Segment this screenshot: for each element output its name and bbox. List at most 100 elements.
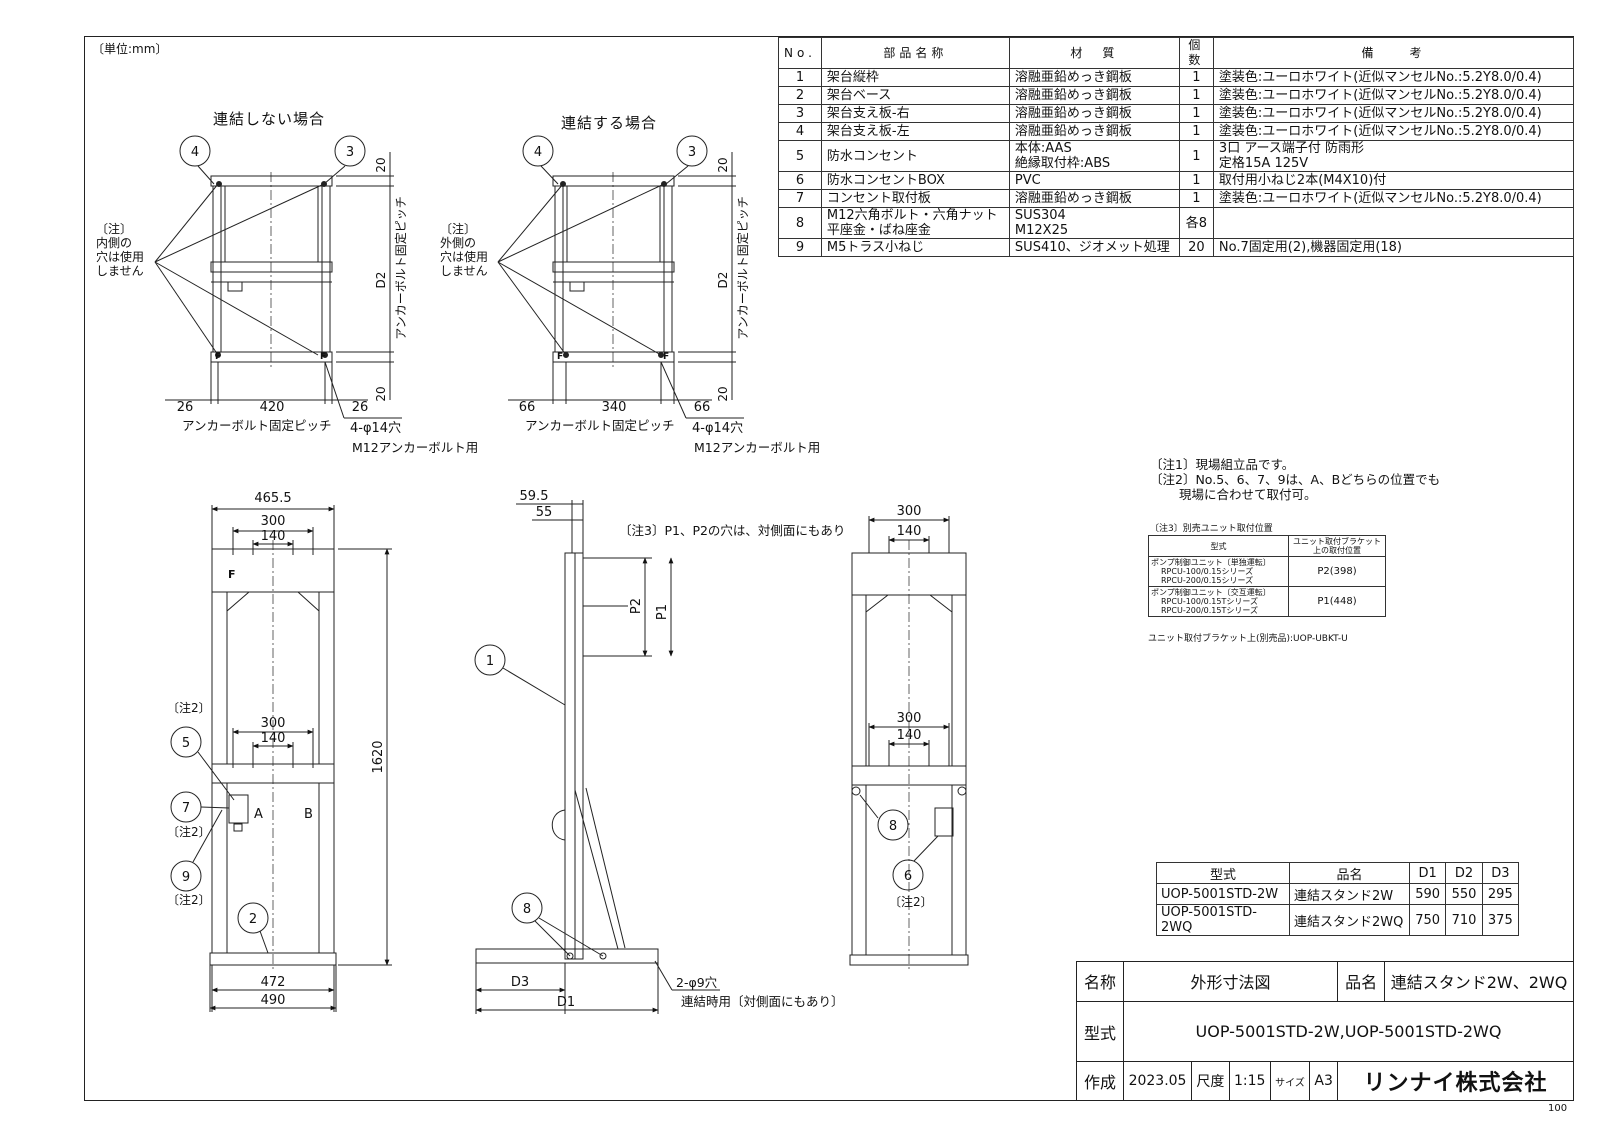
part-name: 架台支え板-右 bbox=[820, 104, 1010, 123]
model-d3: 375 bbox=[1481, 904, 1520, 936]
part-name-line2: 平座金・ばね座金 bbox=[826, 223, 931, 238]
table-row: UOP-5001STD-2WQ 連結スタンド2WQ 750 710 375 bbox=[1156, 904, 1520, 936]
anchor-pitch-right-vertical: アンカーボルト固定ピッチ bbox=[735, 196, 750, 340]
table-row: 3 架台支え板-右 溶融亜鉛めっき鋼板 1 塗装色:ユーロホワイト(近似マンセル… bbox=[778, 104, 1575, 123]
title-scale: 1:15 bbox=[1228, 1061, 1271, 1101]
balloon-4-right-text: 4 bbox=[534, 145, 542, 160]
model-name: 連結スタンド2WQ bbox=[1289, 904, 1410, 936]
model-type: UOP-5001STD-2WQ bbox=[1156, 904, 1290, 936]
model-name: 連結スタンド2W bbox=[1289, 883, 1410, 905]
part-remarks-line1: 3口 アース端子付 防雨形 bbox=[1218, 141, 1365, 156]
dim-right-340: 340 bbox=[602, 400, 627, 415]
side-hole-label: 2-φ9穴 bbox=[676, 975, 718, 990]
part-qty: 20 bbox=[1178, 238, 1214, 257]
unit-model: RPCU-100/0.15シリーズ bbox=[1161, 567, 1254, 576]
balloon-6-text: 6 bbox=[904, 869, 912, 884]
page-number: 100 bbox=[1548, 1103, 1568, 1114]
parts-header-row: No. 部品名称 材 質 個数 備 考 bbox=[778, 37, 1575, 69]
title-row-meta: 作成 2023.05 尺度 1:15 サイズ A3 リンナイ株式会社 bbox=[1076, 1061, 1574, 1101]
balloon-1 bbox=[474, 644, 506, 676]
table-row: 9 M5トラス小ねじ SUS410、ジオメット処理 20 No.7固定用(2),… bbox=[778, 238, 1575, 257]
unit-model: RPCU-200/0.15シリーズ bbox=[1161, 576, 1254, 585]
unit-label: 〔単位:mm〕 bbox=[92, 42, 168, 56]
part-remarks: 塗装色:ユーロホワイト(近似マンセルNo.:5.2Y8.0/0.4) bbox=[1212, 122, 1575, 141]
unit-pos: P2(398) bbox=[1288, 556, 1386, 587]
title-label-product: 品名 bbox=[1337, 961, 1386, 1002]
part-material: PVC bbox=[1008, 171, 1180, 190]
back-dim-140-top: 140 bbox=[897, 524, 922, 539]
model-d1: 750 bbox=[1408, 904, 1447, 936]
part-remarks: 塗装色:ユーロホワイト(近似マンセルNo.:5.2Y8.0/0.4) bbox=[1212, 104, 1575, 123]
part-remarks-line2: 定格15A 125V bbox=[1218, 156, 1309, 171]
back-dim-300-top: 300 bbox=[897, 504, 922, 519]
note2-label-5: 〔注2〕 bbox=[167, 700, 211, 715]
company-name: リンナイ株式会社 bbox=[1337, 1061, 1574, 1101]
dim-490: 490 bbox=[261, 993, 286, 1008]
dim-right-66a: 66 bbox=[519, 400, 536, 415]
part-remarks: 3口 アース端子付 防雨形定格15A 125V bbox=[1212, 140, 1575, 172]
unit-model: RPCU-200/0.15Tシリーズ bbox=[1161, 606, 1258, 615]
note2-label-7: 〔注2〕 bbox=[167, 824, 211, 839]
parts-header-remarks: 備 考 bbox=[1212, 37, 1575, 69]
part-name: M5トラス小ねじ bbox=[820, 238, 1010, 257]
model-header-d1: D1 bbox=[1408, 862, 1447, 884]
dim-p2: P2 bbox=[629, 598, 644, 614]
model-d2: 550 bbox=[1445, 883, 1483, 905]
part-material-line1: 本体:AAS bbox=[1014, 141, 1072, 156]
side-hole-use: 連結時用〔対側面にもあり〕 bbox=[681, 994, 844, 1009]
dim-20-left-top: 20 bbox=[374, 157, 388, 172]
balloon-3-left bbox=[334, 135, 366, 167]
hole-label-left: 4-φ14穴 bbox=[350, 421, 401, 436]
title-label-size: サイズ bbox=[1269, 1061, 1311, 1101]
marker-b: B bbox=[304, 807, 313, 822]
part-remarks bbox=[1212, 207, 1575, 239]
balloon-6 bbox=[892, 859, 924, 891]
model-header-row: 型式 品名 D1 D2 D3 bbox=[1156, 862, 1520, 884]
left-view-title: 連結しない場合 bbox=[213, 110, 326, 128]
hole-use-left: M12アンカーボルト用 bbox=[352, 440, 478, 455]
bracket-note: ユニット取付ブラケット上(別売品):UOP-UBKT-U bbox=[1148, 634, 1348, 644]
side-view bbox=[474, 500, 720, 1014]
note-2: 〔注2〕No.5、6、7、9は、A、Bどちらの位置でも bbox=[1150, 472, 1441, 487]
table-row: 6 防水コンセントBOX PVC 1 取付用小ねじ2本(M4X10)付 bbox=[778, 171, 1575, 190]
unit-pos: P1(448) bbox=[1288, 586, 1386, 617]
unit-type-cell: ポンプ制御ユニット〔交互運転〕 RPCU-100/0.15Tシリーズ RPCU-… bbox=[1148, 586, 1289, 617]
title-product: 連結スタンド2W、2WQ bbox=[1384, 961, 1574, 1002]
dim-140-mid: 140 bbox=[261, 731, 286, 746]
back-dim-300-mid: 300 bbox=[897, 711, 922, 726]
dim-d2-left: D2 bbox=[374, 272, 388, 289]
dim-20-right-top: 20 bbox=[716, 157, 730, 172]
part-material: 溶融亜鉛めっき鋼板 bbox=[1008, 122, 1180, 141]
part-material-line1: SUS304 bbox=[1014, 208, 1066, 223]
marker-f-right: F bbox=[557, 352, 563, 362]
unit-type: ポンプ制御ユニット〔単独運転〕 bbox=[1151, 558, 1271, 567]
balloon-9-text: 9 bbox=[182, 870, 190, 885]
balloon-7-text: 7 bbox=[182, 801, 190, 816]
unit-model: RPCU-100/0.15Tシリーズ bbox=[1161, 597, 1258, 606]
note-1: 〔注1〕現場組立品です。 bbox=[1150, 457, 1295, 472]
part-material: SUS410、ジオメット処理 bbox=[1008, 238, 1180, 257]
balloon-3-right-text: 3 bbox=[688, 145, 696, 160]
dim-20-right-bottom: 20 bbox=[716, 386, 730, 401]
drawing-frame bbox=[84, 36, 1574, 1101]
parts-header-no: No. bbox=[778, 37, 822, 69]
balloon-4-left bbox=[179, 135, 211, 167]
dim-right-66b: 66 bbox=[694, 400, 711, 415]
dim-55: 55 bbox=[536, 505, 553, 520]
anchor-pitch-left-vertical: アンカーボルト固定ピッチ bbox=[393, 196, 408, 340]
dim-left-26a: 26 bbox=[177, 400, 194, 415]
balloon-8-back bbox=[877, 809, 909, 841]
marker-f-front: F bbox=[228, 568, 236, 581]
dim-300-mid: 300 bbox=[261, 716, 286, 731]
dim-59-5: 59.5 bbox=[520, 489, 549, 504]
balloon-8-side bbox=[511, 892, 543, 924]
front-view bbox=[170, 505, 392, 1012]
balloon-1-text: 1 bbox=[486, 654, 494, 669]
balloon-3-left-text: 3 bbox=[346, 145, 354, 160]
back-view bbox=[849, 516, 969, 970]
title-label-created: 作成 bbox=[1076, 1061, 1124, 1101]
dim-d1: D1 bbox=[557, 995, 575, 1010]
left-view-note: 〔注〕 内側の 穴は使用 しません bbox=[96, 222, 145, 278]
dim-p1: P1 bbox=[655, 604, 670, 620]
